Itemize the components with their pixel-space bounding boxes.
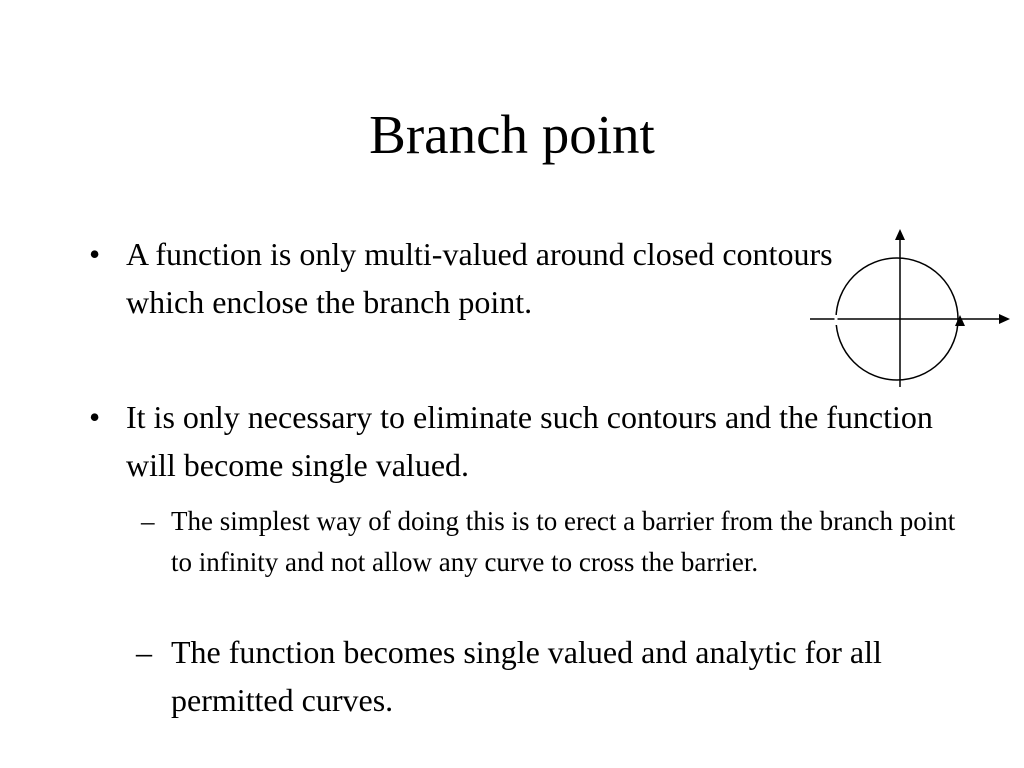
bullet-item: • A function is only multi-valued around… [89, 230, 886, 326]
sub-bullet-text: The simplest way of doing this is to ere… [171, 506, 956, 577]
sub-bullet-text: The function becomes single valued and a… [171, 634, 882, 718]
bullet-text: A function is only multi-valued around c… [126, 236, 833, 320]
sub-bullet-item: – The simplest way of doing this is to e… [141, 501, 971, 583]
bullet-marker: • [89, 399, 101, 435]
real-axis-arrowhead [999, 314, 1010, 324]
bullet-item: • It is only necessary to eliminate such… [89, 393, 956, 489]
branch-point-contour-diagram [810, 229, 1010, 387]
sub-bullet-marker: – [136, 634, 152, 670]
slide-title: Branch point [369, 104, 655, 165]
bullet-marker: • [89, 236, 101, 272]
sub-bullet-item: – The function becomes single valued and… [136, 628, 951, 724]
imaginary-axis-arrowhead [895, 229, 905, 240]
sub-bullet-marker: – [141, 506, 155, 536]
bullet-text: It is only necessary to eliminate such c… [126, 399, 933, 483]
contour-direction-arrowhead [955, 315, 965, 326]
